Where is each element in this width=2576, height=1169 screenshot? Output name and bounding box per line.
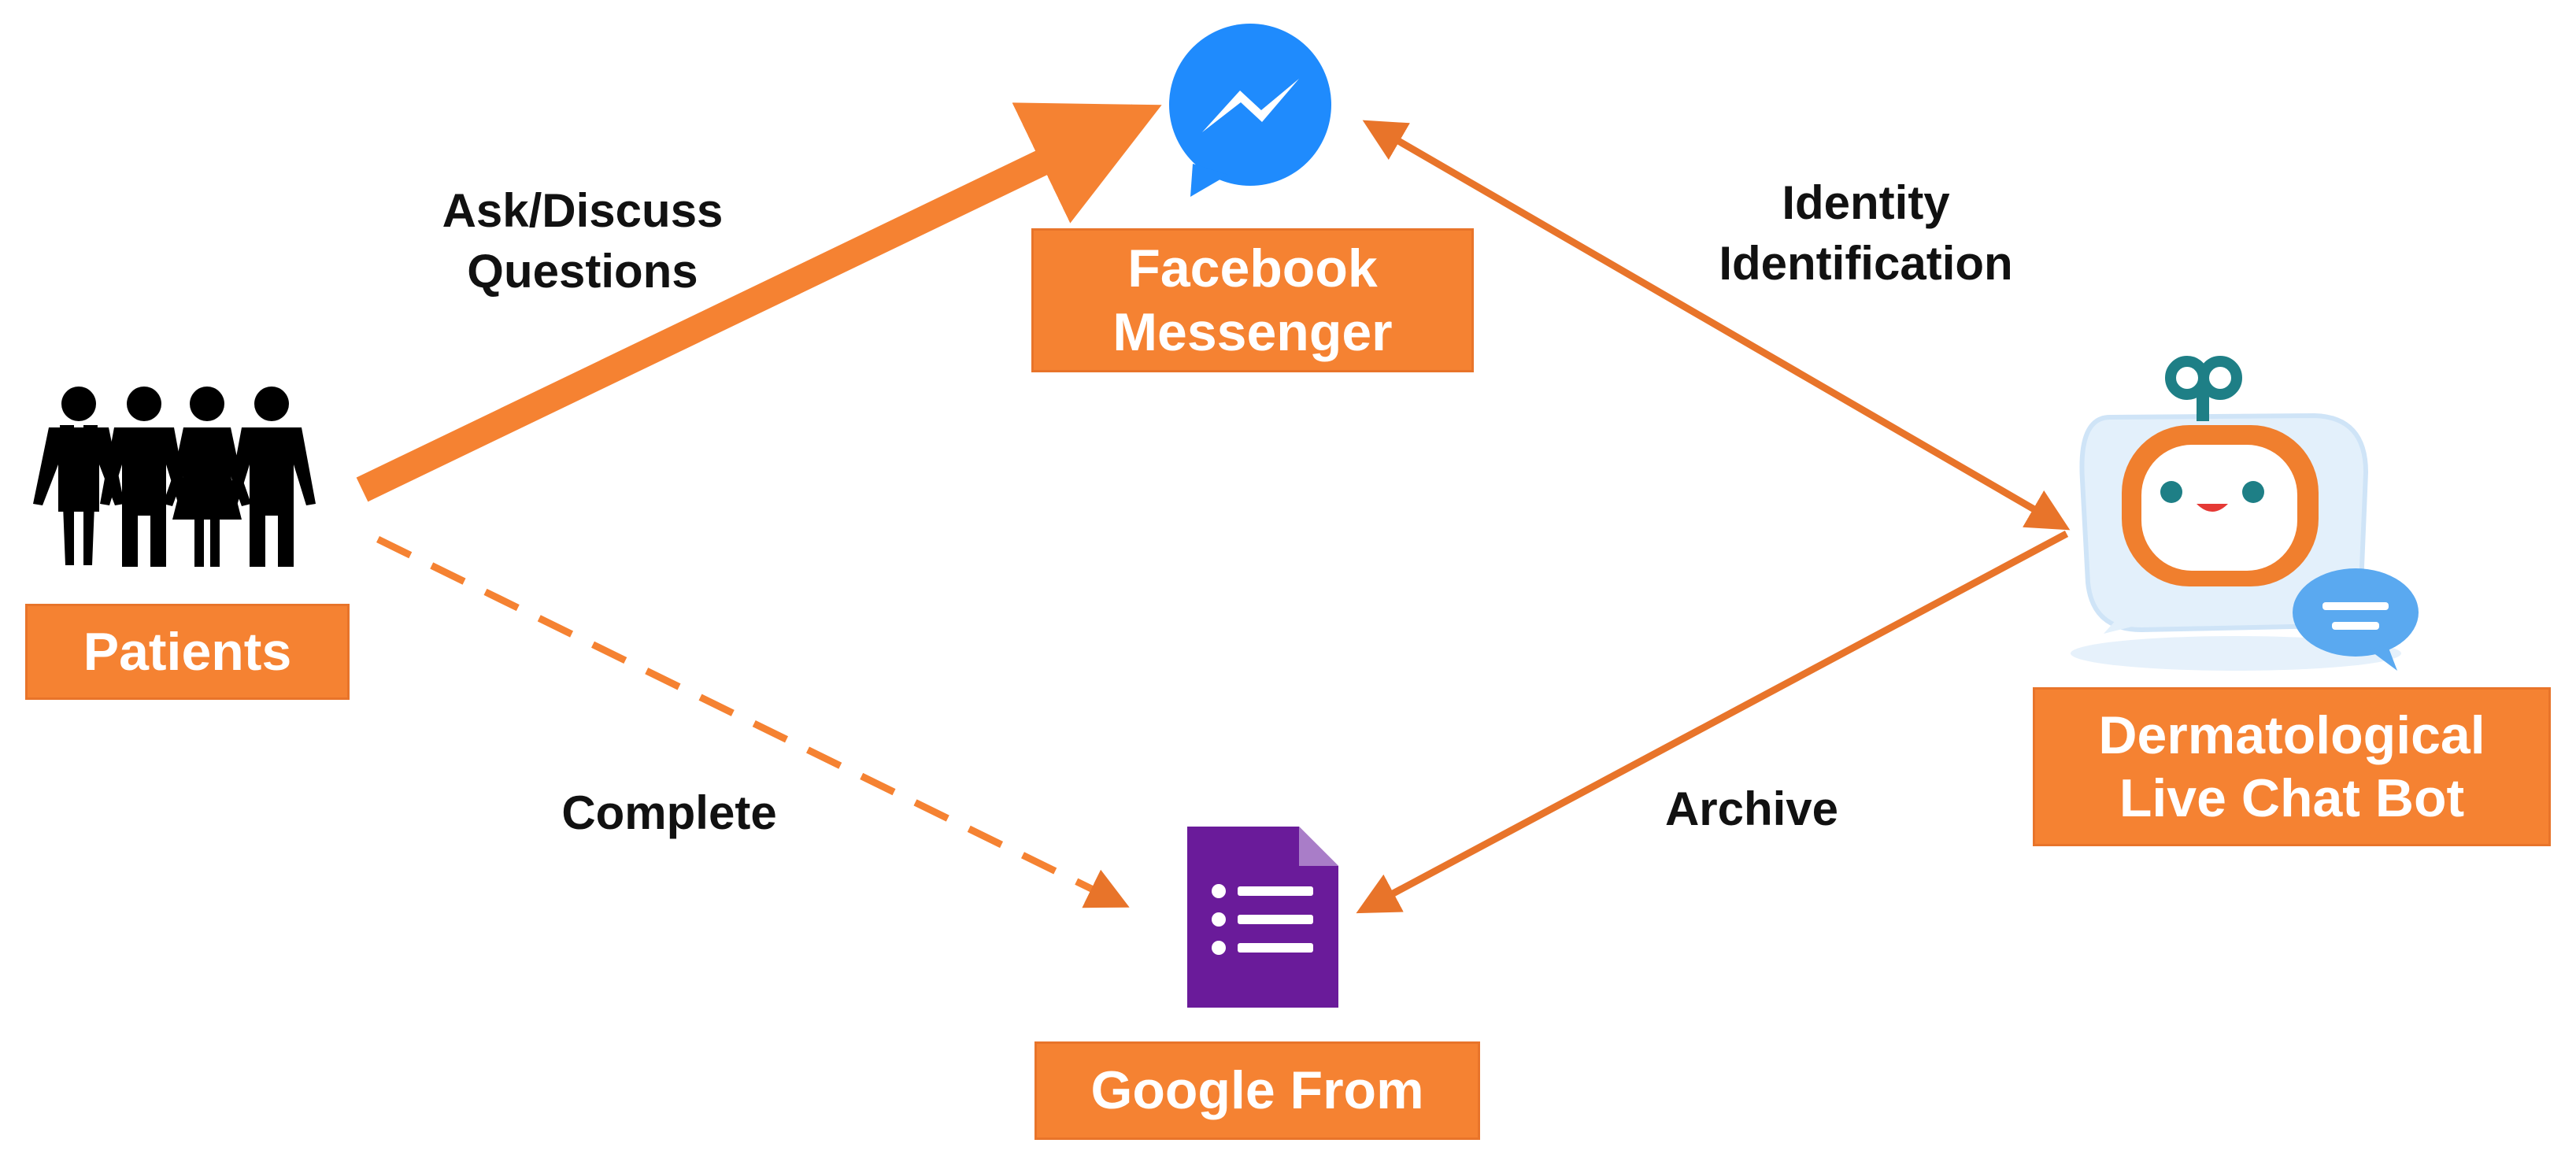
- edge-identity-label-line1: Identity: [1782, 176, 1950, 229]
- chatbot-label-line1: Dermatological: [2098, 705, 2485, 765]
- form-label-box: Google From: [1034, 1041, 1480, 1140]
- edge-complete-label-text: Complete: [561, 786, 777, 839]
- edge-archive-arrow: [1356, 531, 2069, 914]
- edge-ask-label-line2: Questions: [467, 244, 698, 298]
- facebook-messenger-icon: [1169, 24, 1331, 197]
- chatbot-label-box: Dermatological Live Chat Bot: [2033, 687, 2551, 846]
- people-group-icon: [33, 387, 316, 567]
- robot-chat-icon: [2071, 356, 2419, 671]
- form-label: Google From: [1090, 1060, 1424, 1121]
- edge-complete-arrow: [376, 535, 1130, 908]
- edge-ask-label-line1: Ask/Discuss: [442, 184, 724, 237]
- edge-complete-label: Complete: [504, 783, 835, 844]
- messenger-label-line1: Facebook: [1127, 239, 1378, 299]
- google-forms-icon: [1187, 827, 1338, 1008]
- edge-ask-arrow: [356, 102, 1162, 502]
- patients-label: Patients: [83, 621, 292, 682]
- edge-identity-arrow: [1362, 120, 2071, 531]
- edge-archive-label-text: Archive: [1664, 782, 1839, 835]
- edge-identity-label-line2: Identification: [1719, 236, 2013, 290]
- edge-ask-label: Ask/Discuss Questions: [378, 181, 787, 302]
- edge-archive-label: Archive: [1606, 779, 1897, 840]
- messenger-label-line2: Messenger: [1112, 301, 1393, 362]
- chatbot-label-line2: Live Chat Bot: [2119, 768, 2465, 828]
- patients-label-box: Patients: [25, 604, 350, 700]
- edge-identity-label: Identity Identification: [1645, 173, 2086, 294]
- messenger-label-box: Facebook Messenger: [1031, 228, 1474, 372]
